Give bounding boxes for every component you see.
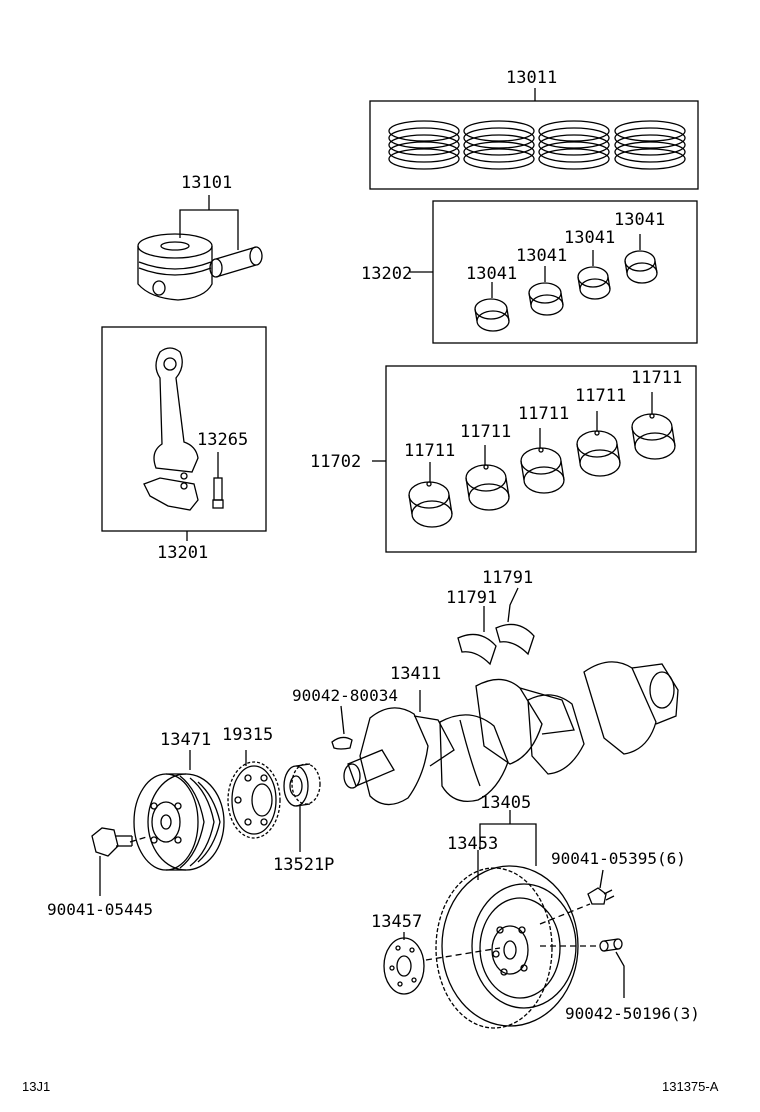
flywheel-pin: [599, 938, 625, 998]
part-label-11791-b: 11791: [482, 568, 534, 588]
rod-bearing-4: [624, 250, 658, 284]
main-bearing-2: [465, 464, 510, 511]
part-label-11711-d: 11711: [575, 386, 627, 406]
rod-bearing-3: [577, 266, 611, 300]
main-bearing-1: [408, 481, 453, 528]
part-label-13411: 13411: [390, 664, 442, 684]
piston-pin-bore: [152, 280, 166, 296]
main-bearing-group: [372, 365, 697, 553]
piston-ring-stack-3: [538, 120, 610, 170]
timing-sprocket: [227, 750, 281, 839]
main-bearing-5: [631, 413, 676, 460]
rod-cap: [143, 477, 199, 511]
part-label-11711-a: 11711: [404, 441, 456, 461]
piston-ring-set-box: [369, 100, 699, 190]
part-label-13521P: 13521P: [273, 855, 335, 875]
part-label-11702: 11702: [310, 452, 362, 472]
part-label-90042-50196: 90042-50196(3): [565, 1004, 700, 1023]
piston-ring-stack-1: [388, 120, 460, 170]
thrust-washer-1: [457, 633, 497, 666]
crankshaft-timing-gear: [283, 763, 321, 852]
part-label-13041-a: 13041: [466, 264, 518, 284]
connecting-rod-box: [101, 326, 267, 532]
part-label-13041-b: 13041: [516, 246, 568, 266]
pulley-bolt: [91, 827, 133, 896]
piston-crown: [137, 233, 213, 259]
piston-ring-stack-4: [614, 120, 686, 170]
part-label-13471: 13471: [160, 730, 212, 750]
part-label-13041-d: 13041: [614, 210, 666, 230]
part-label-90041-05395: 90041-05395(6): [551, 849, 686, 868]
part-label-13201: 13201: [157, 543, 209, 563]
connecting-rod: [153, 347, 199, 473]
spacer-plate: [383, 932, 425, 995]
main-bearing-box: [385, 365, 697, 553]
rod-bearing-2: [528, 282, 564, 316]
part-label-13457: 13457: [371, 912, 423, 932]
piston-ring-set-group: [369, 88, 699, 190]
part-label-11791-a: 11791: [446, 588, 498, 608]
rod-bearing-group: [410, 200, 698, 344]
woodruff-key: [331, 705, 353, 750]
main-bearing-4: [576, 430, 621, 477]
part-label-13265: 13265: [197, 430, 249, 450]
crankshaft: [343, 661, 679, 806]
footer-left-code: 13J1: [22, 1079, 51, 1094]
main-bearing-3: [520, 447, 565, 494]
rod-bolt: [212, 452, 224, 509]
part-label-13405: 13405: [480, 793, 532, 813]
part-label-90042-80034: 90042-80034: [292, 686, 398, 705]
drive-plate-group: [435, 810, 579, 1029]
flywheel-bolt: [587, 869, 615, 905]
footer-right-code: 131375-A: [662, 1079, 719, 1094]
part-label-13202: 13202: [361, 264, 413, 284]
thrust-washer-group: [457, 587, 535, 666]
piston-ring-stack-2: [463, 120, 535, 170]
assembly-center-lines: [129, 835, 600, 961]
rod-bearing-box: [432, 200, 698, 344]
crankshaft-pulley: [133, 750, 225, 871]
connecting-rod-group: [101, 326, 267, 541]
part-label-11711-e: 11711: [631, 368, 683, 388]
part-label-13101: 13101: [181, 173, 233, 193]
part-label-13453: 13453: [447, 834, 499, 854]
part-label-90041-05445: 90041-05445: [47, 900, 153, 919]
part-label-19315: 19315: [222, 725, 274, 745]
rod-bearing-1: [474, 298, 510, 332]
piston-body: [137, 246, 213, 301]
part-label-11711-b: 11711: [460, 422, 512, 442]
piston-pin: [209, 246, 263, 278]
part-label-11711-c: 11711: [518, 404, 570, 424]
piston-group: [137, 195, 263, 301]
part-label-13041-c: 13041: [564, 228, 616, 248]
part-label-13011: 13011: [506, 68, 558, 88]
thrust-washer-2: [495, 623, 535, 656]
